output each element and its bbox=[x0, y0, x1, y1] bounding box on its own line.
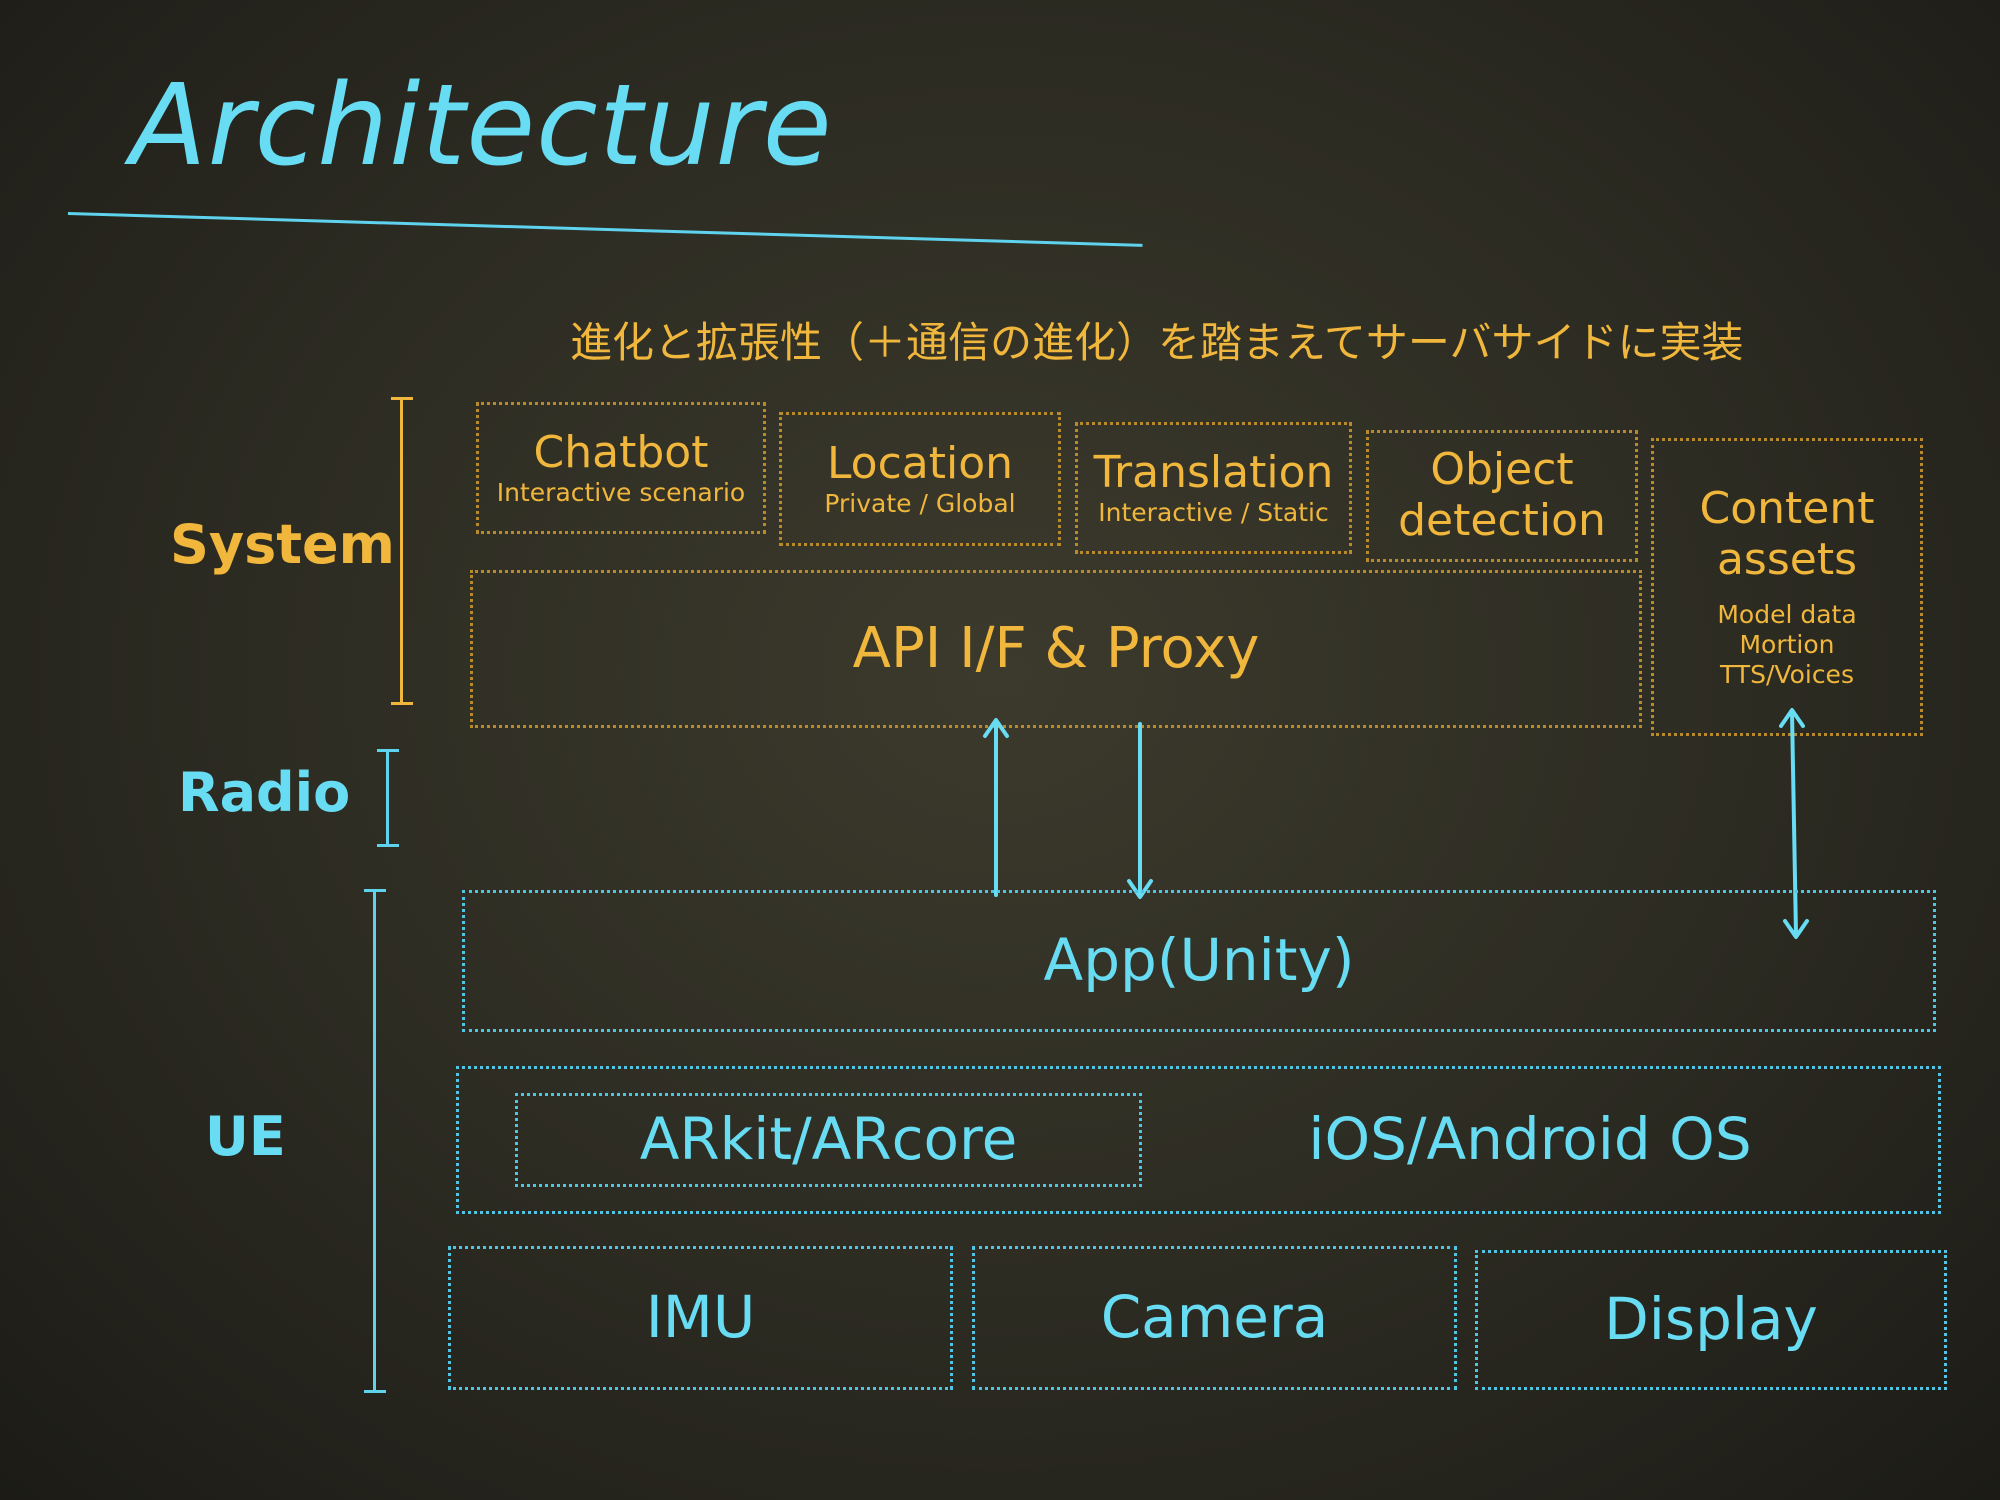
camera-module: Camera bbox=[972, 1246, 1457, 1390]
arkit-arcore-module: ARkit/ARcore bbox=[515, 1093, 1142, 1187]
chatbot-title: Chatbot bbox=[533, 426, 709, 478]
content-assets-module: Content assets Model data Mortion TTS/Vo… bbox=[1651, 438, 1923, 736]
downlink-arrow bbox=[1127, 722, 1153, 899]
os-layer bbox=[456, 1066, 1941, 1214]
arkit-arcore-label: ARkit/ARcore bbox=[639, 1105, 1018, 1174]
translation-module: Translation Interactive / Static bbox=[1075, 422, 1352, 554]
content-asset-motion: Mortion bbox=[1739, 629, 1835, 659]
title-underline bbox=[67, 212, 1143, 247]
app-unity-label: App(Unity) bbox=[1043, 926, 1355, 995]
app-unity-module: App(Unity) bbox=[462, 890, 1936, 1032]
location-subtitle: Private / Global bbox=[824, 489, 1016, 519]
translation-subtitle: Interactive / Static bbox=[1098, 498, 1329, 528]
api-proxy-label: API I/F & Proxy bbox=[852, 616, 1260, 682]
ios-android-os-label: iOS/Android OS bbox=[1308, 1105, 1752, 1173]
object-detection-module: Object detection bbox=[1366, 430, 1638, 562]
content-asset-model-data: Model data bbox=[1717, 599, 1857, 629]
layer-label-system: System bbox=[170, 513, 395, 576]
chatbot-subtitle: Interactive scenario bbox=[496, 478, 746, 508]
page-title: Architecture bbox=[130, 61, 833, 191]
layer-label-ue: UE bbox=[205, 1105, 286, 1168]
ue-bracket bbox=[364, 889, 386, 1393]
location-title: Location bbox=[826, 437, 1014, 489]
camera-label: Camera bbox=[1100, 1283, 1329, 1352]
display-module: Display bbox=[1475, 1250, 1947, 1390]
os-label-wrap: iOS/Android OS bbox=[1170, 1105, 1890, 1173]
display-label: Display bbox=[1604, 1285, 1818, 1354]
translation-title: Translation bbox=[1093, 446, 1334, 498]
content-assets-title: Content assets bbox=[1699, 483, 1875, 585]
chatbot-module: Chatbot Interactive scenario bbox=[476, 402, 766, 534]
imu-label: IMU bbox=[645, 1283, 756, 1352]
uplink-arrow bbox=[983, 718, 1009, 897]
location-module: Location Private / Global bbox=[779, 412, 1061, 546]
api-proxy-module: API I/F & Proxy bbox=[470, 570, 1642, 728]
subtitle: 進化と拡張性（＋通信の進化）を踏まえてサーバサイドに実装 bbox=[570, 318, 1744, 367]
system-bracket bbox=[391, 397, 413, 705]
object-detection-title: Object detection bbox=[1398, 444, 1606, 546]
radio-bracket bbox=[377, 749, 399, 847]
layer-label-radio: Radio bbox=[178, 761, 351, 824]
content-asset-tts-voices: TTS/Voices bbox=[1720, 659, 1854, 689]
imu-module: IMU bbox=[448, 1246, 953, 1390]
